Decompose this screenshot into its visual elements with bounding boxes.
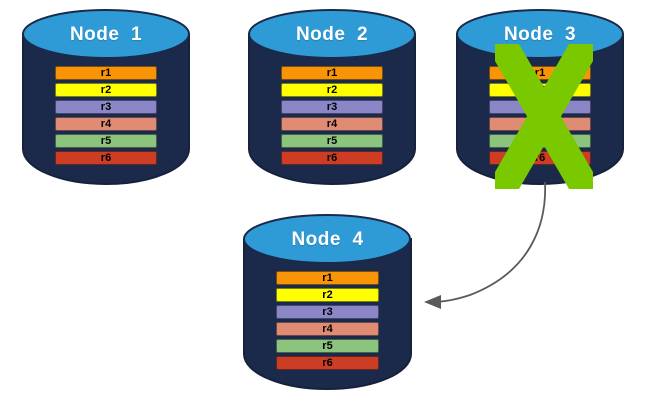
row-r4[interactable]: r4 xyxy=(276,322,379,336)
row-r1[interactable]: r1 xyxy=(55,66,157,80)
row-label-r4: r4 xyxy=(322,323,333,335)
row-r2[interactable]: r2 xyxy=(281,83,383,97)
row-r1[interactable]: r1 xyxy=(276,271,379,285)
row-r6[interactable]: r6 xyxy=(281,151,383,165)
row-label-r1: r1 xyxy=(326,67,338,79)
node-title-1: Node 1 xyxy=(69,24,143,45)
row-r3[interactable]: r3 xyxy=(276,305,379,319)
row-stack-1: r1 r2 r3 r4 r5 r6 xyxy=(22,66,190,168)
row-r4[interactable]: r4 xyxy=(55,117,157,131)
node-cylinder-4[interactable]: Node 4 r1 r2 r3 r4 r5 r6 xyxy=(243,213,412,391)
row-r5[interactable]: r5 xyxy=(55,134,157,148)
row-label-r6: r6 xyxy=(322,357,333,369)
row-r6[interactable]: r6 xyxy=(55,151,157,165)
row-label-r5: r5 xyxy=(100,135,112,147)
row-label-r2: r2 xyxy=(326,84,338,96)
row-label-r6: r6 xyxy=(326,152,338,164)
row-r6[interactable]: r6 xyxy=(276,356,379,370)
row-label-r4: r4 xyxy=(326,118,338,130)
row-label-r5: r5 xyxy=(322,340,333,352)
row-label-r4: r4 xyxy=(100,118,112,130)
row-r5[interactable]: r5 xyxy=(276,339,379,353)
row-label-r2: r2 xyxy=(100,84,112,96)
row-r3[interactable]: r3 xyxy=(55,100,157,114)
row-label-r6: r6 xyxy=(100,152,112,164)
row-label-r3: r3 xyxy=(322,306,333,318)
node-cylinder-2[interactable]: Node 2 r1 r2 r3 r4 r5 r6 xyxy=(248,8,416,186)
node-title-3: Node 3 xyxy=(503,24,577,45)
node-cylinder-1[interactable]: Node 1 r1 r2 r3 r4 r5 r6 xyxy=(22,8,190,186)
row-r3[interactable]: r3 xyxy=(281,100,383,114)
row-r2[interactable]: r2 xyxy=(276,288,379,302)
row-stack-2: r1 r2 r3 r4 r5 r6 xyxy=(248,66,416,168)
row-r5[interactable]: r5 xyxy=(281,134,383,148)
node-title-2: Node 2 xyxy=(295,24,369,45)
row-r4[interactable]: r4 xyxy=(281,117,383,131)
row-r2[interactable]: r2 xyxy=(55,83,157,97)
row-label-r3: r3 xyxy=(100,101,112,113)
row-label-r1: r1 xyxy=(100,67,112,79)
row-label-r2: r2 xyxy=(322,289,333,301)
node-title-4: Node 4 xyxy=(291,229,364,250)
row-label-r3: r3 xyxy=(326,101,338,113)
row-label-r5: r5 xyxy=(326,135,338,147)
row-stack-4: r1 r2 r3 r4 r5 r6 xyxy=(243,271,412,373)
row-r1[interactable]: r1 xyxy=(281,66,383,80)
row-label-r1: r1 xyxy=(322,272,333,284)
